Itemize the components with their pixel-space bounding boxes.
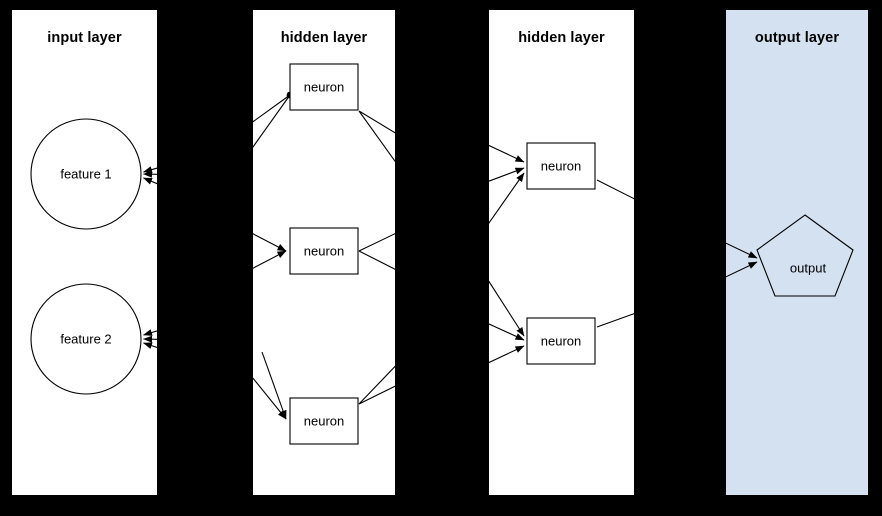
node-label-output: output	[789, 260, 827, 276]
layer-title-output: output layer	[754, 30, 840, 46]
layer-panel-input: input layer	[12, 10, 157, 495]
edges-output-panel	[726, 242, 758, 278]
node-label-hidden2-neuron-2: neuron	[540, 333, 582, 349]
layer-panel-hidden-2: hidden layer	[489, 10, 634, 495]
node-label-feature-2: feature 2	[60, 331, 112, 347]
layer-title-hidden-1: hidden layer	[280, 30, 368, 46]
node-hidden2-neuron-2-shape[interactable]	[526, 317, 596, 365]
node-hidden1-neuron-3-shape[interactable]	[289, 397, 359, 445]
edges-input-panel	[143, 166, 157, 349]
node-output-shape[interactable]	[756, 214, 854, 297]
node-hidden1-neuron-2-shape[interactable]	[289, 227, 359, 275]
node-label-hidden2-neuron-1: neuron	[540, 158, 582, 174]
node-hidden1-neuron-1-shape[interactable]	[289, 63, 359, 111]
node-label-feature-1: feature 1	[60, 166, 112, 182]
layer-title-input: input layer	[47, 30, 122, 46]
node-hidden2-neuron-1-shape[interactable]	[526, 142, 596, 190]
node-feature-1-shape[interactable]	[30, 118, 142, 230]
edges-hidden1-panel	[253, 91, 395, 420]
node-label-hidden1-neuron-3: neuron	[303, 413, 345, 429]
node-feature-2-shape[interactable]	[30, 283, 142, 395]
node-label-hidden1-neuron-2: neuron	[303, 243, 345, 259]
layer-title-hidden-2: hidden layer	[518, 30, 605, 46]
node-label-hidden1-neuron-1: neuron	[303, 79, 345, 95]
edges-hidden2-panel	[489, 144, 634, 364]
